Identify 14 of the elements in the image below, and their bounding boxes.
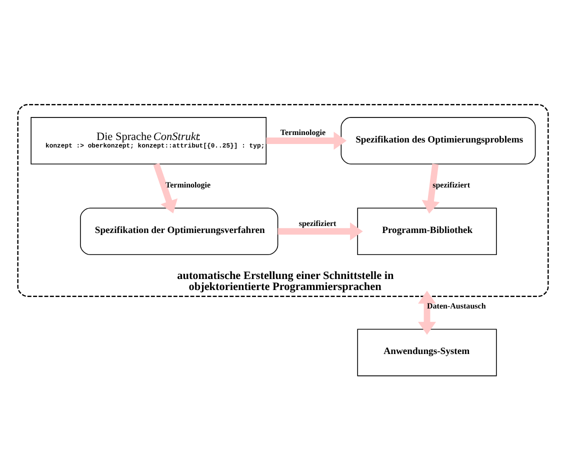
node-box: Programm-Bibliothek xyxy=(357,208,497,256)
edge-label: spezifiziert xyxy=(298,218,336,228)
node-box: Spezifikation der Optimierungsverfahren xyxy=(80,208,278,256)
arrow xyxy=(153,162,178,214)
arrow xyxy=(278,222,363,240)
edge-label: Daten-Austausch xyxy=(427,301,486,310)
edge-label: Terminologie xyxy=(165,180,211,190)
node-box: Anwendungs-System xyxy=(357,328,497,376)
node-box: Spezifikation des Optimierungsproblems xyxy=(340,117,536,164)
arrow xyxy=(418,290,436,335)
edge-label: Terminologie xyxy=(280,128,326,138)
edge-label: spezifiziert xyxy=(432,180,470,190)
arrow xyxy=(266,132,347,150)
arrow xyxy=(422,164,440,214)
